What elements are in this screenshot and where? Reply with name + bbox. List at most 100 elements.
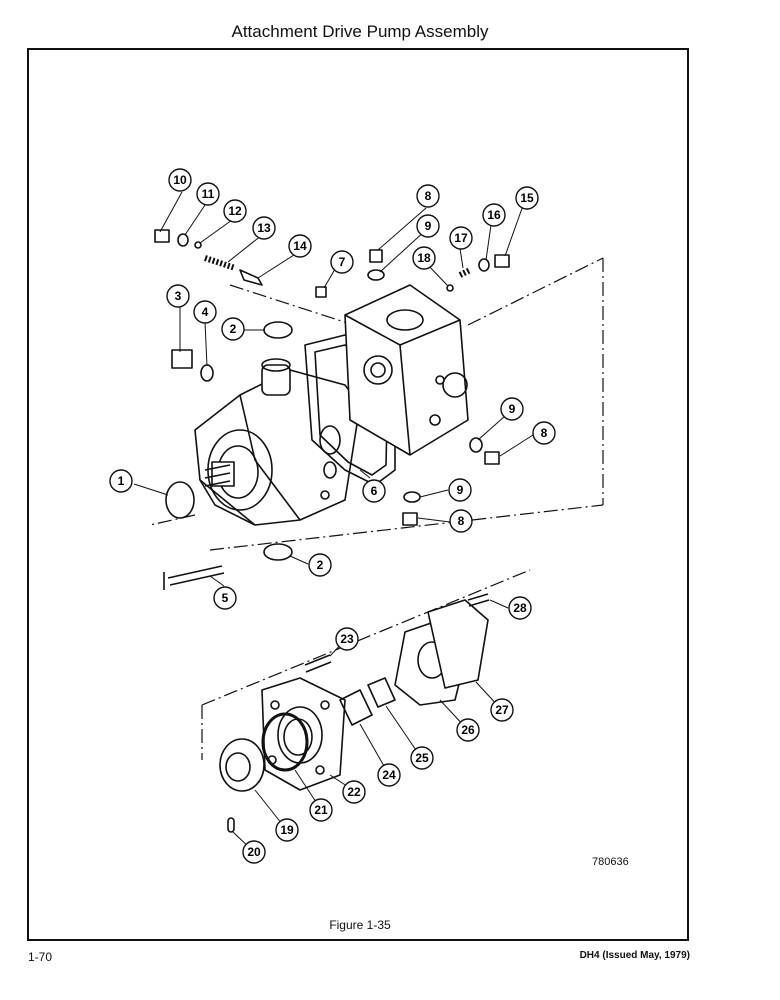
issue-note: DH4 (Issued May, 1979) — [579, 950, 690, 961]
callout-3: 3 — [166, 284, 190, 308]
callout-23: 23 — [335, 627, 359, 651]
svg-text:4: 4 — [202, 305, 209, 319]
callout-17: 17 — [449, 226, 473, 250]
plug-8-bottom — [402, 512, 418, 526]
callout-11: 11 — [196, 182, 220, 206]
seal-2-bottom — [263, 543, 293, 561]
svg-text:3: 3 — [175, 289, 182, 303]
svg-text:6: 6 — [371, 484, 378, 498]
svg-text:12: 12 — [228, 204, 242, 218]
callout-28: 28 — [508, 596, 532, 620]
callout-27: 27 — [490, 698, 514, 722]
adapter-plate-27 — [427, 599, 489, 689]
plug-8-right — [484, 451, 500, 465]
callout-15: 15 — [515, 186, 539, 210]
callout-24: 24 — [377, 763, 401, 787]
callout-22: 22 — [342, 780, 366, 804]
callout-5: 5 — [213, 586, 237, 610]
svg-text:8: 8 — [458, 514, 465, 528]
callout-1: 1 — [109, 469, 133, 493]
pump-housing — [194, 358, 361, 526]
svg-text:18: 18 — [417, 251, 431, 265]
gear-19 — [219, 738, 265, 792]
svg-text:27: 27 — [495, 703, 509, 717]
fitting-7 — [315, 286, 327, 298]
callout-10: 10 — [168, 168, 192, 192]
o-ring-9-right — [469, 437, 483, 453]
o-ring-11 — [177, 233, 189, 247]
callout-8-right: 8 — [532, 421, 556, 445]
callout-8-top: 8 — [416, 184, 440, 208]
svg-text:28: 28 — [513, 601, 527, 615]
callout-6: 6 — [362, 479, 386, 503]
plug-8-top — [369, 249, 383, 263]
o-ring-16 — [478, 258, 490, 272]
figure-caption: Figure 1-35 — [329, 918, 391, 932]
bolt-23 — [304, 654, 332, 673]
o-ring-9-bottom — [403, 491, 421, 503]
callout-25: 25 — [410, 746, 434, 770]
page-number: 1-70 — [28, 950, 53, 964]
callouts: 1 2 2 3 4 5 6 7 8 8 8 9 9 9 10 11 12 13 … — [109, 168, 556, 864]
pin-20 — [227, 817, 235, 833]
svg-text:7: 7 — [339, 255, 346, 269]
svg-text:26: 26 — [461, 723, 475, 737]
svg-text:24: 24 — [382, 768, 396, 782]
callout-9-top: 9 — [416, 214, 440, 238]
figure-frame — [27, 48, 689, 941]
callout-26: 26 — [456, 718, 480, 742]
svg-text:25: 25 — [415, 751, 429, 765]
plug-10 — [154, 229, 170, 243]
page-title: Attachment Drive Pump Assembly — [231, 22, 489, 41]
o-ring-4 — [200, 364, 214, 382]
callout-2-bottom: 2 — [308, 553, 332, 577]
callout-19: 19 — [275, 818, 299, 842]
spring-17 — [458, 267, 472, 278]
seal-2-top — [263, 321, 293, 339]
bolt-28 — [467, 593, 490, 607]
svg-text:13: 13 — [257, 221, 271, 235]
rear-cover — [261, 677, 346, 791]
shaft-seal-1 — [165, 481, 195, 519]
spring-13 — [204, 255, 236, 271]
callout-13: 13 — [252, 216, 276, 240]
svg-text:11: 11 — [202, 187, 215, 201]
svg-text:9: 9 — [509, 402, 516, 416]
assembly-guide-lines — [149, 257, 604, 760]
callout-2-top: 2 — [221, 317, 245, 341]
callout-20: 20 — [242, 840, 266, 864]
svg-text:15: 15 — [520, 191, 534, 205]
svg-text:2: 2 — [230, 322, 237, 336]
callout-9-right: 9 — [500, 397, 524, 421]
plug-3 — [171, 349, 193, 369]
valve-block — [344, 284, 469, 456]
callout-7: 7 — [330, 250, 354, 274]
callout-9-bottom: 9 — [448, 478, 472, 502]
svg-text:10: 10 — [173, 173, 187, 187]
svg-text:14: 14 — [293, 239, 307, 253]
svg-text:5: 5 — [222, 591, 229, 605]
svg-text:23: 23 — [340, 632, 354, 646]
bolt-5 — [163, 565, 225, 590]
drawing-code: 780636 — [592, 856, 629, 868]
o-ring-9-top — [367, 269, 385, 281]
plunger-14 — [239, 269, 263, 286]
callout-18: 18 — [412, 246, 436, 270]
plug-15 — [494, 254, 510, 268]
svg-text:17: 17 — [454, 231, 468, 245]
svg-text:19: 19 — [280, 823, 294, 837]
ball-18 — [446, 284, 454, 292]
svg-text:2: 2 — [317, 558, 324, 572]
svg-text:1: 1 — [118, 474, 125, 488]
svg-text:8: 8 — [425, 189, 432, 203]
svg-text:21: 21 — [314, 803, 328, 817]
svg-text:9: 9 — [425, 219, 432, 233]
callout-4: 4 — [193, 300, 217, 324]
o-ring-21 — [261, 712, 309, 772]
callout-12: 12 — [223, 199, 247, 223]
callout-8-bottom: 8 — [449, 509, 473, 533]
bushing-24 — [339, 689, 373, 726]
callout-21: 21 — [309, 798, 333, 822]
callout-14: 14 — [288, 234, 312, 258]
